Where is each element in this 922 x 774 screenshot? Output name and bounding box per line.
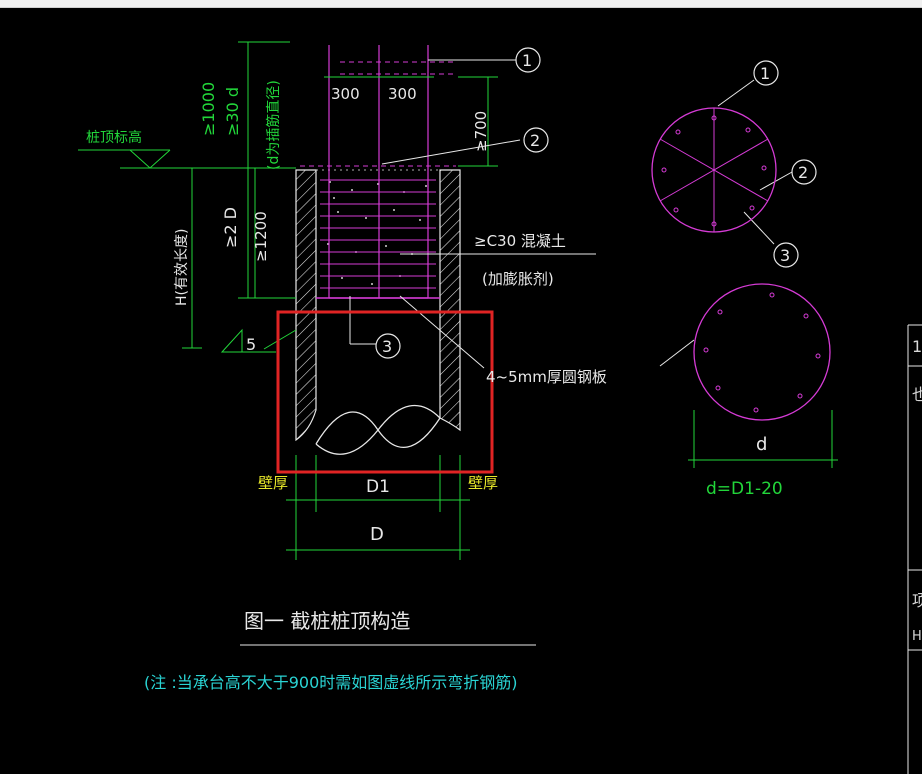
label-H: H(有效长度) <box>174 229 190 306</box>
label-ge1000: ≥1000 <box>199 82 218 136</box>
pile-wall-right <box>439 169 461 432</box>
label-wall-right: 壁厚 <box>468 474 498 492</box>
pile-section <box>295 45 461 455</box>
label-D: D <box>370 524 384 545</box>
label-d-formula: d=D1-20 <box>706 479 783 499</box>
label-d: d <box>756 434 767 455</box>
label-D1: D1 <box>366 477 390 497</box>
edge-text-c: 项 <box>912 591 922 610</box>
label-wall-left: 壁厚 <box>258 474 288 492</box>
label-d-note: (d为插筋直径) <box>265 80 282 170</box>
figure-note: (注 :当承台高不大于900时需如图虚线所示弯折钢筋) <box>144 673 518 692</box>
label-ge1200: ≥1200 <box>252 211 270 262</box>
right-edge-panel <box>907 324 922 774</box>
window-top-edge <box>0 0 922 8</box>
label-pile-top-elev: 桩顶标高 <box>86 129 142 146</box>
concrete-dots <box>327 181 429 289</box>
longitudinal-bars <box>328 45 429 299</box>
label-ge30d: ≥30 d <box>223 87 242 136</box>
marker-3: 3 <box>382 337 392 356</box>
figure-title: 图一 截桩桩顶构造 <box>244 609 410 633</box>
section-circle-bottom <box>693 283 831 421</box>
label-concrete: ≥C30 混凝土 <box>474 232 566 250</box>
circle-marker-1: 1 <box>760 64 770 83</box>
edge-text-d: HH <box>912 629 922 644</box>
marker-2: 2 <box>530 131 540 150</box>
edge-text-a: 1 <box>912 337 922 356</box>
section-circle-top <box>651 107 777 233</box>
circle-marker-3: 3 <box>780 246 790 265</box>
label-expansion: (加膨胀剂) <box>482 270 554 288</box>
label-dim300-a: 300 <box>331 85 360 103</box>
label-weld: 5 <box>246 335 256 354</box>
label-ge2D: ≥2 D <box>221 207 240 248</box>
label-dim300-b: 300 <box>388 85 417 103</box>
bent-bar-dashed <box>300 61 456 167</box>
pile-break-line <box>315 404 441 455</box>
label-steel-plate: 4~5mm厚圆钢板 <box>486 368 607 386</box>
stirrups <box>320 179 436 289</box>
edge-text-b: 也 <box>912 385 922 404</box>
label-ge700: ≥700 <box>472 111 490 152</box>
leader-lines <box>349 59 793 369</box>
pile-wall-left <box>295 169 317 442</box>
highlight-box[interactable] <box>276 310 494 474</box>
concrete-fill <box>315 169 441 299</box>
circle-marker-2: 2 <box>798 163 808 182</box>
marker-circles <box>375 47 817 359</box>
marker-1: 1 <box>522 51 532 70</box>
